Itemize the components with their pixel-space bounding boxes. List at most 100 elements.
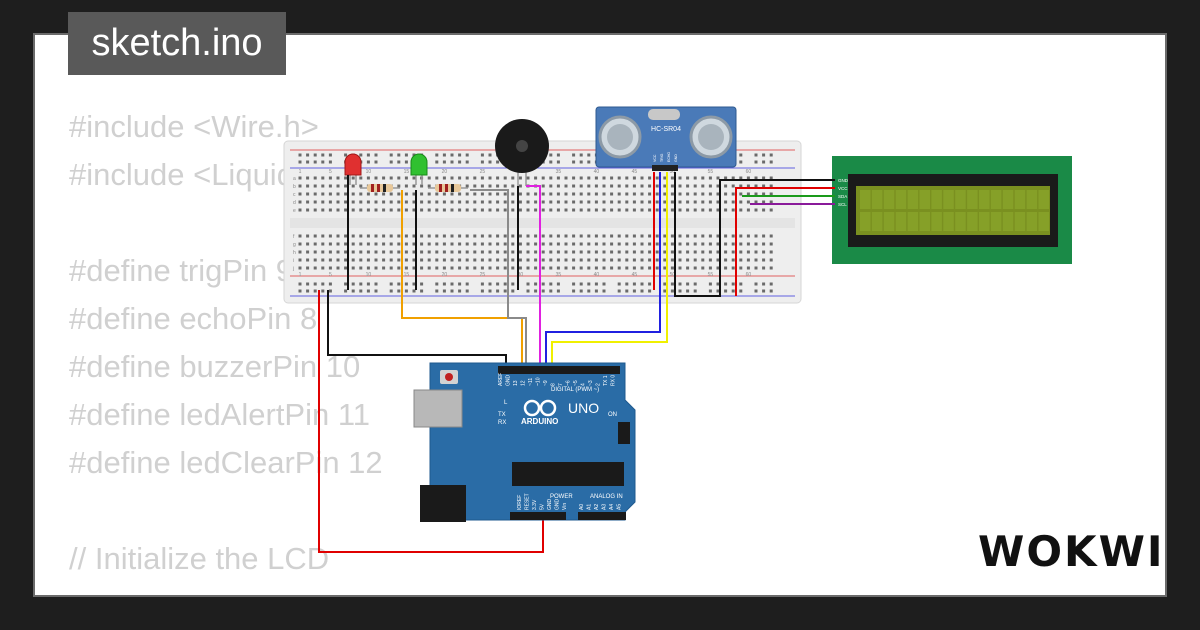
code-line: // Initialize the LCD <box>69 541 330 576</box>
lcd-cell <box>883 212 895 231</box>
wire-sensor-gnd <box>674 172 835 297</box>
digital-pin-label: 8 <box>551 383 557 386</box>
lcd-cell <box>1014 190 1026 209</box>
board-analog-label: ANALOG IN <box>590 494 623 500</box>
lcd-cell <box>895 212 907 231</box>
board-power-label: POWER <box>550 494 573 500</box>
power-pin-label: RESET <box>525 493 531 510</box>
led-red[interactable] <box>344 153 362 185</box>
breadboard-row-label: g <box>293 242 296 248</box>
led-green[interactable] <box>410 153 428 185</box>
breadboard-column-label: 5 <box>329 169 332 175</box>
lcd-cell <box>1014 212 1026 231</box>
lcd-cell <box>943 212 954 231</box>
breadboard-column-label: 15 <box>404 272 410 278</box>
usb-port <box>413 389 463 428</box>
resistor-2[interactable] <box>428 184 468 192</box>
sensor-pin-label: TRIG <box>660 153 664 162</box>
breadboard-row-label: d <box>293 200 296 206</box>
lcd-cell <box>931 212 942 231</box>
infinity-logo-icon <box>523 399 557 417</box>
wire-sensor-trig <box>545 172 661 368</box>
breadboard-column-label: 25 <box>480 272 486 278</box>
lcd-cell <box>931 190 942 209</box>
lcd-cell <box>860 212 871 231</box>
breadboard-row-label: e <box>293 208 296 214</box>
breadboard-column-labels: 1155101015152020252530303535404045455050… <box>292 169 751 278</box>
lcd-cell <box>1002 190 1014 209</box>
analog-pin-label: A1 <box>587 504 593 510</box>
lcd-cell <box>860 190 871 209</box>
code-line: #define ledClearPin 12 <box>69 445 383 480</box>
microcontroller-chip <box>512 462 624 486</box>
digital-pin-label: ~11 <box>528 378 534 386</box>
breadboard-column-label: 30 <box>518 272 524 278</box>
digital-pin-label: 12 <box>521 380 527 386</box>
breadboard-row-label: a <box>293 176 296 182</box>
breadboard-column-label: 40 <box>594 272 600 278</box>
wires <box>318 172 835 553</box>
breadboard-column-label: 5 <box>329 272 332 278</box>
lcd-cell <box>895 190 907 209</box>
digital-pin-label: ~9 <box>543 380 549 386</box>
breadboard-row-label: b <box>293 184 296 190</box>
analog-pin-label: A2 <box>594 504 600 510</box>
lcd-cell <box>1002 212 1014 231</box>
digital-pin-label: TX 1 <box>603 375 609 386</box>
wire-led-clear <box>470 189 527 368</box>
breadboard-column-label: 10 <box>366 169 372 175</box>
power-pin-label: GND <box>555 499 561 511</box>
sensor-pin-label: GND <box>674 154 678 162</box>
breadboard-column-label: 55 <box>708 272 714 278</box>
board-on-label: ON <box>608 412 617 418</box>
digital-pin-label: ~10 <box>536 377 542 386</box>
digital-pin-label: ~5 <box>573 380 579 386</box>
board-digital-label: DIGITAL (PWM ~) <box>551 387 599 393</box>
analog-pin-label: A4 <box>609 504 615 510</box>
digital-pin-label: AREF <box>498 373 504 386</box>
wire-sensor-echo <box>551 172 668 368</box>
digital-pin-label: ~3 <box>588 380 594 386</box>
lcd-cell <box>919 212 930 231</box>
breadboard-column-label: 20 <box>442 169 448 175</box>
breadboard-column-label: 50 <box>670 169 676 175</box>
digital-pin-label: ~6 <box>566 380 572 386</box>
lcd-pin-label: SDA <box>838 194 847 199</box>
breadboard-column-label: 40 <box>594 169 600 175</box>
code-line: #define echoPin 8 <box>69 301 318 336</box>
power-pin-label: IOREF <box>517 495 523 510</box>
resistor-1[interactable] <box>360 184 400 192</box>
wire-led-alert <box>401 190 523 368</box>
lcd-cell <box>1038 190 1049 209</box>
buzzer[interactable] <box>495 119 549 186</box>
power-pin-label: 5V <box>540 503 546 510</box>
breadboard-column-label: 25 <box>480 169 486 175</box>
power-pin-label: Vin <box>562 503 568 510</box>
breadboard-column-label: 35 <box>556 272 562 278</box>
board-l-label: L <box>504 400 508 406</box>
lcd-cell <box>955 212 966 231</box>
wire-lcd-vcc <box>735 187 835 296</box>
file-tab[interactable]: sketch.ino <box>68 12 286 75</box>
lcd-cell <box>943 190 954 209</box>
breadboard-column-label: 55 <box>708 169 714 175</box>
lcd-cell <box>871 212 883 231</box>
analog-pin-label: A3 <box>602 504 608 510</box>
lcd-cell <box>979 190 990 209</box>
analog-pin-label: A5 <box>617 504 623 510</box>
breadboard-column-label: 15 <box>404 169 410 175</box>
power-pin-label: GND <box>547 499 553 511</box>
power-jack <box>420 485 466 522</box>
breadboard-column-label: 45 <box>632 272 638 278</box>
analog-pin-label: A0 <box>579 504 585 510</box>
breadboard-column-label: 60 <box>746 169 752 175</box>
breadboard-column-label: 50 <box>670 272 676 278</box>
arduino-uno[interactable]: UNO ARDUINO DIGITAL (PWM ~) ON TX RX L P… <box>413 362 636 522</box>
breadboard-column-label: 35 <box>556 169 562 175</box>
lcd-cell <box>1026 212 1038 231</box>
breadboard-column-label: 1 <box>299 272 302 278</box>
